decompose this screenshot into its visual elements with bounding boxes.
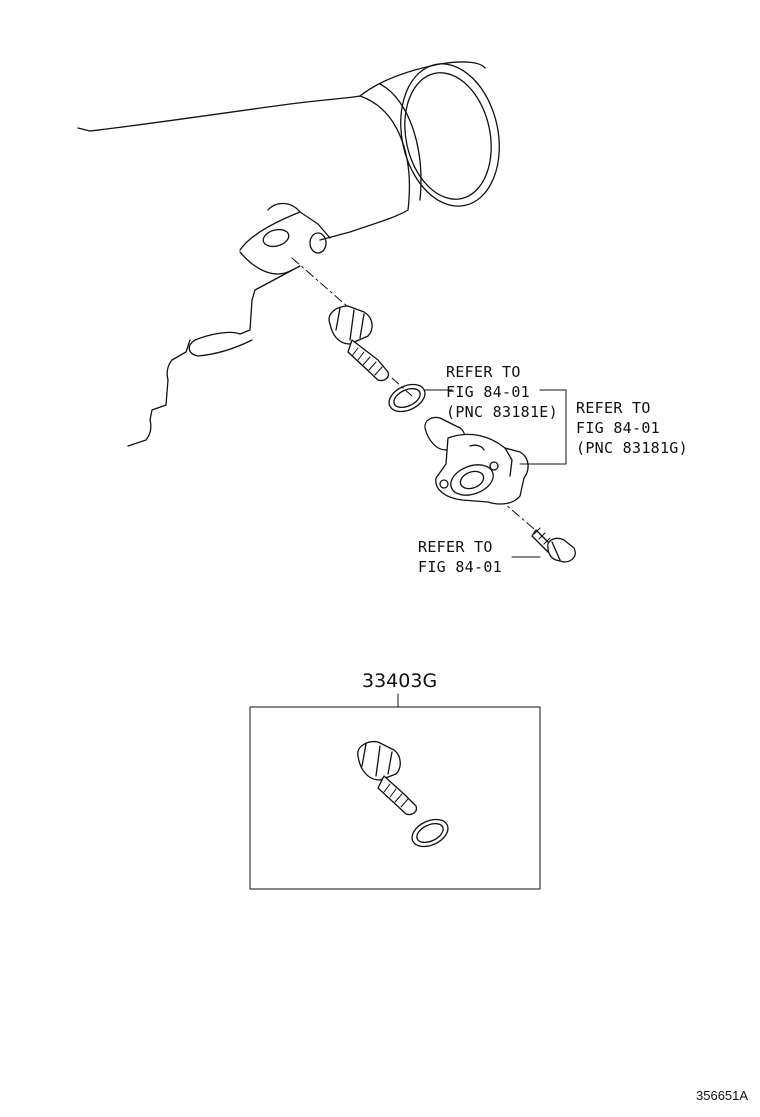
gasket-pnc-ref: (PNC 83181E) [446,403,558,421]
kit-o-ring [411,818,449,848]
lower-bolt [531,527,576,563]
bolt-fig-ref: FIG 84-01 [418,558,502,576]
upper-bolt [328,305,390,382]
leader-lines [423,389,567,558]
transmission-housing [77,61,500,447]
bolt-refer-to: REFER TO [418,538,493,556]
gasket-refer-to: REFER TO [446,363,521,381]
kit-bolt [357,740,418,816]
illustration-number: 356651A [696,1088,749,1103]
kit-box [249,693,541,890]
sensor-pnc-ref: (PNC 83181G) [576,439,688,457]
upper-o-ring [388,383,426,413]
speed-sensor [424,416,529,505]
gasket-fig-ref: FIG 84-01 [446,383,530,401]
kit-part-number: 33403G [362,670,438,692]
sensor-fig-ref: FIG 84-01 [576,419,660,437]
sensor-refer-to: REFER TO [576,399,651,417]
